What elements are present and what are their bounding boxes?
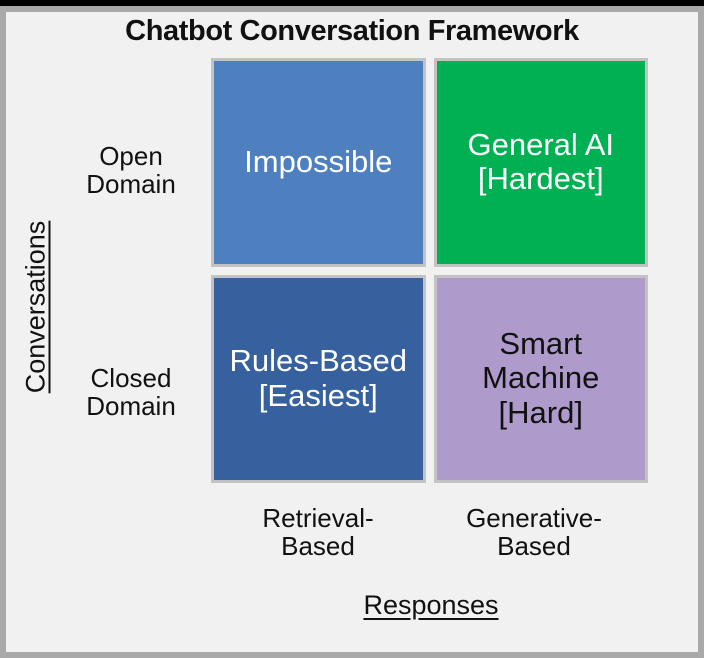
- quadrant-cell-label: General AI [Hardest]: [467, 126, 614, 197]
- x-axis-label-retrieval-based: Retrieval- Based: [262, 503, 374, 562]
- quadrant-grid: Impossible General AI [Hardest] Rules-Ba…: [211, 58, 648, 483]
- quadrant-cell-general-ai[interactable]: General AI [Hardest]: [433, 58, 648, 267]
- page-title: Chatbot Conversation Framework: [125, 15, 579, 47]
- y-axis-label-closed-domain: Closed Domain: [86, 363, 176, 422]
- quadrant-cell-label: Smart Machine [Hard]: [482, 325, 600, 431]
- y-axis-label-open-domain: Open Domain: [86, 141, 176, 200]
- x-axis-label-generative-based: Generative- Based: [466, 503, 602, 562]
- quadrant-cell-impossible[interactable]: Impossible: [211, 58, 426, 267]
- quadrant-cell-label: Impossible: [244, 143, 393, 179]
- quadrant-cell-label: Rules-Based [Easiest]: [229, 343, 407, 413]
- y-axis-title: Conversations: [20, 220, 51, 394]
- figure-canvas: Chatbot Conversation Framework Conversat…: [6, 12, 698, 652]
- quadrant-cell-rules-based[interactable]: Rules-Based [Easiest]: [211, 274, 426, 483]
- quadrant-cell-smart-machine[interactable]: Smart Machine [Hard]: [433, 274, 648, 483]
- x-axis-title: Responses: [363, 590, 499, 620]
- y-axis-title-container: Conversations: [14, 162, 58, 452]
